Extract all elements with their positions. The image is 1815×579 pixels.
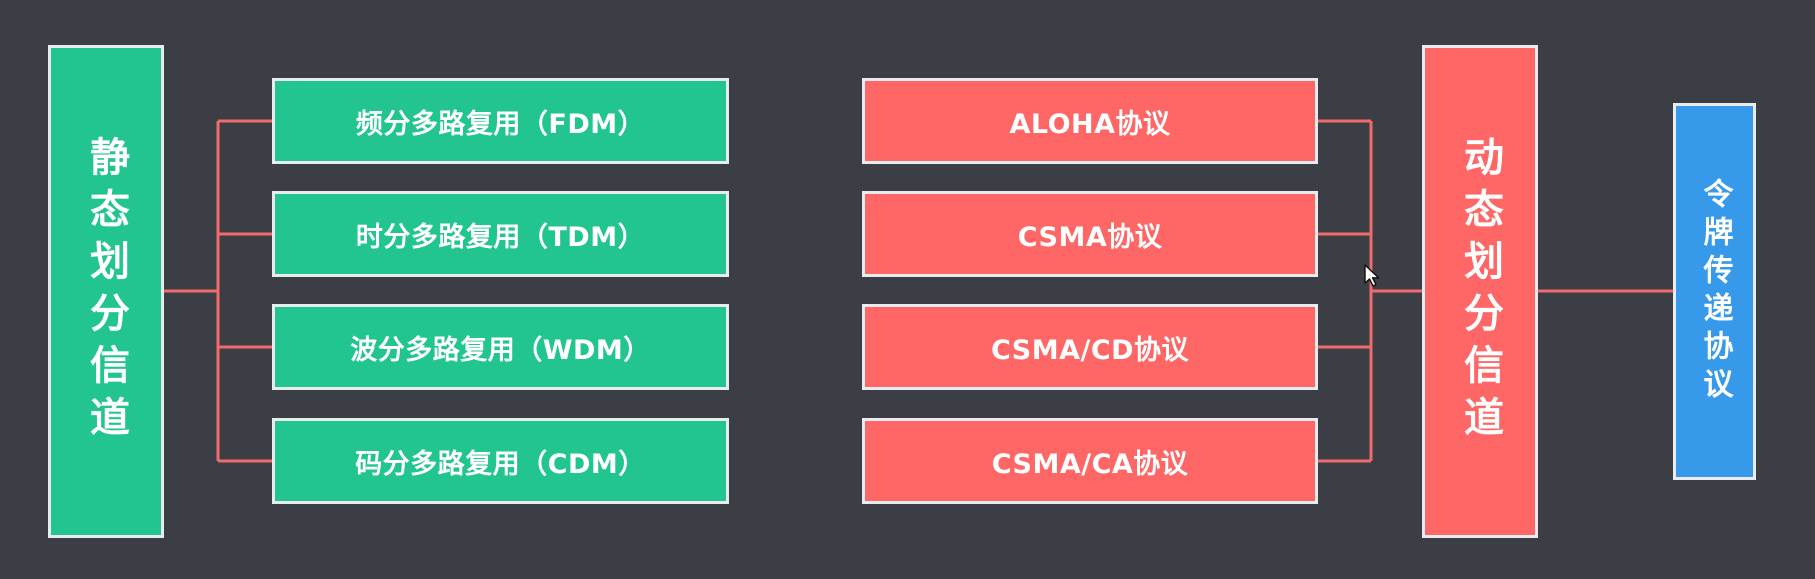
csma-ca-protocol-box: CSMA/CA协议 [862, 418, 1318, 504]
tdm-box: 时分多路复用（TDM） [272, 191, 729, 277]
fdm-box: 频分多路复用（FDM） [272, 78, 729, 164]
csma-protocol-box: CSMA协议 [862, 191, 1318, 277]
dynamic-channel-box: 动态划分信道 [1422, 45, 1538, 538]
aloha-protocol-box: ALOHA协议 [862, 78, 1318, 164]
token-passing-box: 令牌传递协议 [1673, 103, 1756, 480]
cdm-box: 码分多路复用（CDM） [272, 418, 729, 504]
mouse-pointer-icon [1364, 264, 1380, 287]
static-channel-box: 静态划分信道 [48, 45, 164, 538]
csma-cd-protocol-box: CSMA/CD协议 [862, 304, 1318, 390]
wdm-box: 波分多路复用（WDM） [272, 304, 729, 390]
